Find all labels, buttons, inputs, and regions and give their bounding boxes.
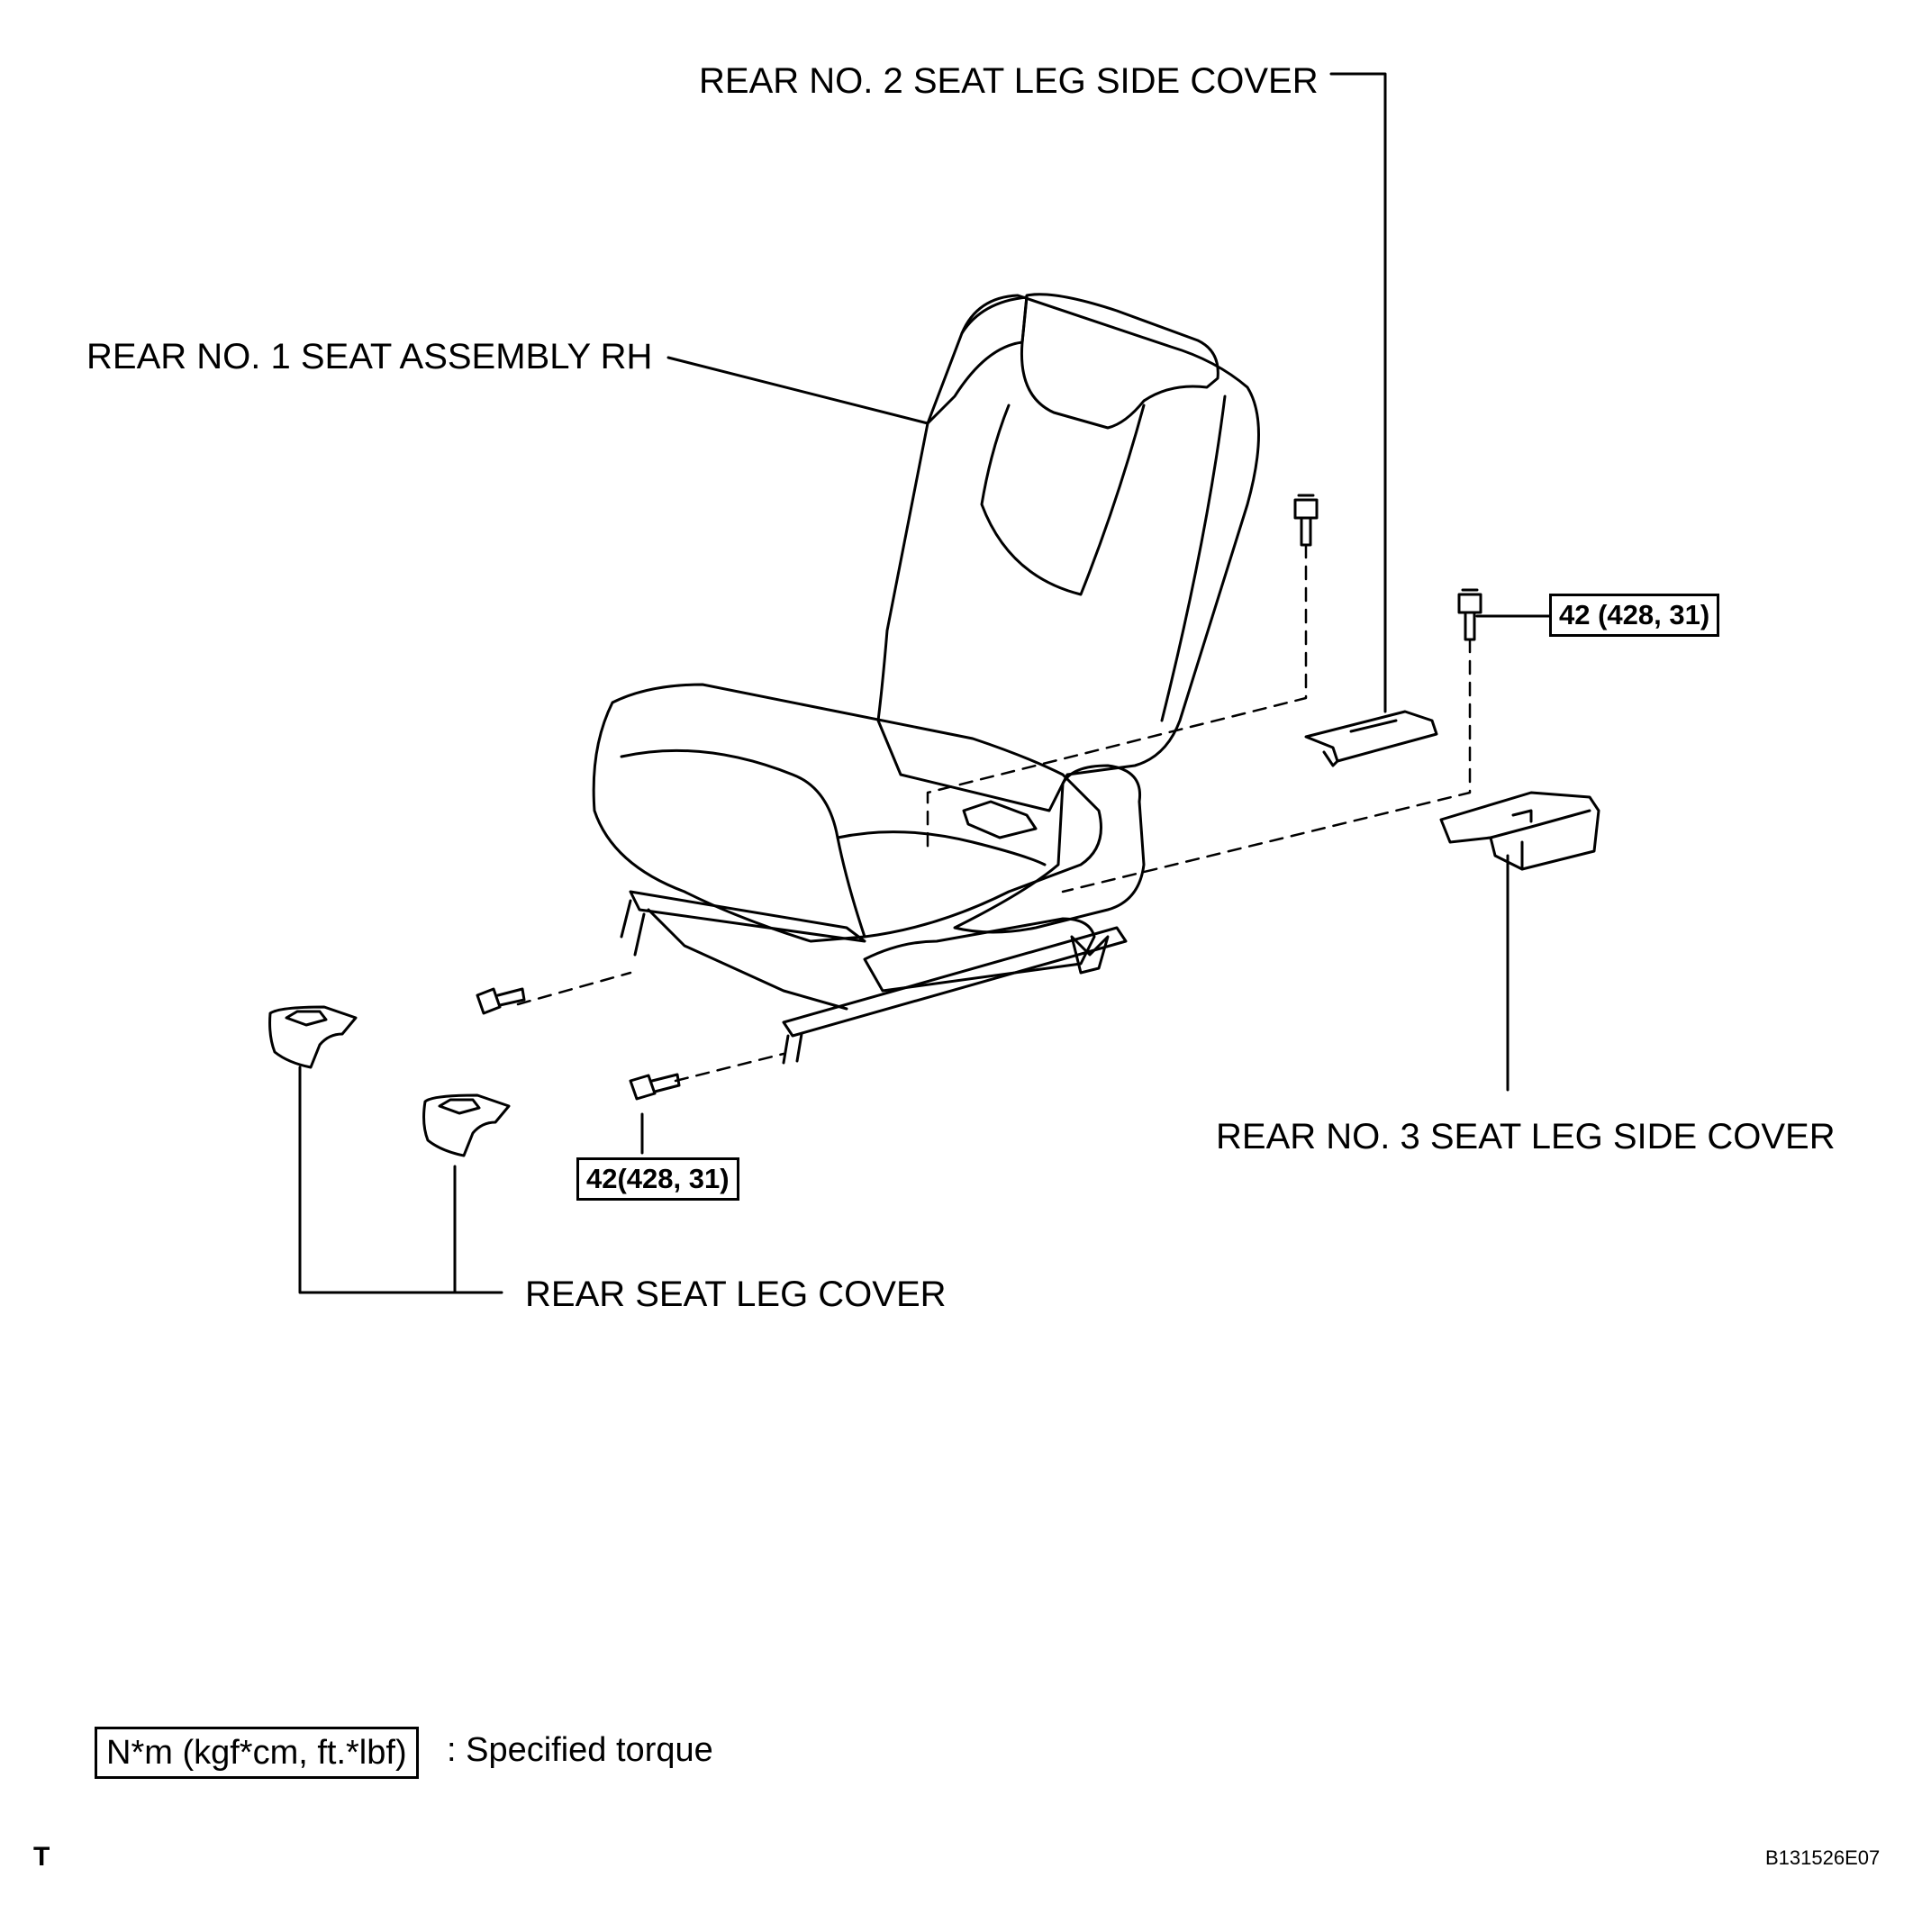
leader-lines	[298, 72, 1551, 1294]
dashed-bolt-paths	[516, 543, 1472, 1083]
label-rear-seat-leg-cover: REAR SEAT LEG COVER	[525, 1274, 947, 1314]
seat-rail-bracket	[1070, 935, 1110, 975]
seat-cushion-front	[836, 830, 1047, 866]
leader-rear-no2-cover	[1329, 72, 1387, 713]
legend-torque-unit: N*m (kgf*cm, ft.*lbf)	[95, 1727, 419, 1779]
bolt-lower	[629, 1073, 681, 1101]
seat-cushion	[592, 683, 1102, 943]
seat-backrest-inner	[980, 404, 1146, 596]
label-rear-no1-seat-assembly-rh: REAR NO. 1 SEAT ASSEMBLY RH	[86, 337, 653, 376]
legend-description: : Specified torque	[447, 1731, 713, 1769]
seat-rail-inner	[629, 890, 866, 943]
bolt-upper-right	[1457, 588, 1482, 641]
dash-lower-bolt	[674, 1052, 785, 1083]
seat-headrest	[1020, 293, 1219, 430]
seat-headrest-side	[926, 295, 1029, 425]
seat-rail-foot-right	[782, 1032, 803, 1065]
rear-no3-seat-leg-side-cover	[1439, 791, 1600, 871]
bolt-upper-left	[1293, 494, 1319, 547]
seat-backrest-bolster	[1160, 395, 1227, 722]
seat-rail-cover	[863, 917, 1096, 993]
seat-cushion-seam	[620, 748, 866, 939]
seat-recliner-lever	[962, 800, 1038, 839]
seat-backrest	[876, 294, 1260, 812]
dash-left-bolt	[516, 971, 632, 1006]
label-rear-no3-seat-leg-side-cover: REAR NO. 3 SEAT LEG SIDE COVER	[1216, 1117, 1836, 1156]
figure-id: B131526E07	[1765, 1846, 1881, 1869]
torque-spec-upper: 42 (428, 31)	[1549, 594, 1720, 637]
leader-rear-no1-seat	[666, 356, 929, 425]
rear-no2-seat-leg-side-cover	[1304, 710, 1438, 767]
bolt-left	[476, 987, 526, 1015]
seat-side-shield	[953, 764, 1146, 934]
seat-rail-foot-left	[620, 899, 646, 957]
torque-spec-lower: 42(428, 31)	[576, 1157, 739, 1201]
label-rear-no2-seat-leg-side-cover: REAR NO. 2 SEAT LEG SIDE COVER	[699, 61, 1319, 101]
seat-rail-outer	[782, 926, 1128, 1038]
rear-seat-leg-cover-2	[422, 1093, 511, 1157]
dash-upper-right-bolt	[1061, 638, 1472, 893]
leader-rear-leg-cover	[298, 1066, 503, 1294]
dash-upper-left-bolt	[926, 543, 1308, 848]
corner-letter: T	[33, 1842, 50, 1872]
seat-assembly	[592, 293, 1260, 1065]
seat-rail-link	[647, 908, 848, 1011]
rear-seat-leg-cover-1	[268, 1005, 358, 1069]
